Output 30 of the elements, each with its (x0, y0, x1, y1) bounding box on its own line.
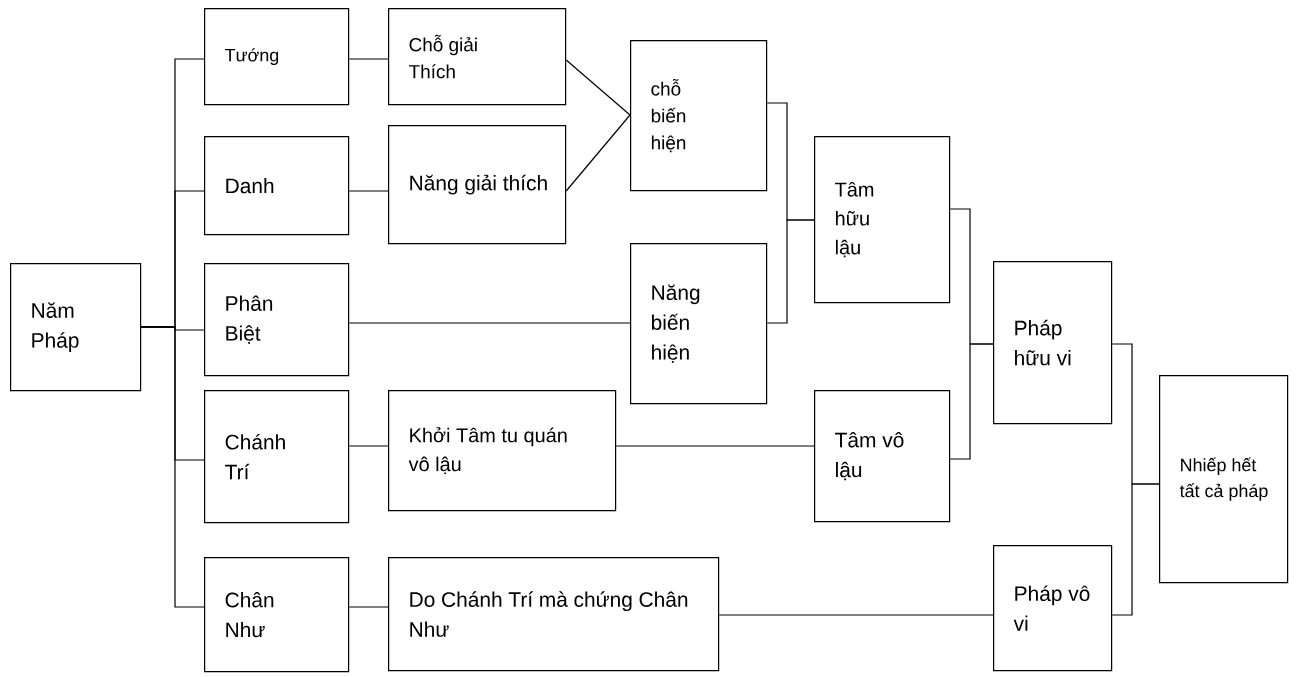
connector-line (565, 59, 631, 116)
process-box: Pháp hữu vi (993, 261, 1113, 425)
process-box: Tâm hữu lậu (814, 136, 951, 304)
process-box: Chân Như (204, 557, 350, 673)
process-box: Pháp vô vi (993, 545, 1113, 672)
process-box: Chỗ giải Thích (388, 8, 567, 106)
process-box: Khởi Tâm tu quán vô lậu (388, 390, 617, 512)
connector-line (766, 219, 815, 324)
process-box: Năng biến hiện (630, 243, 768, 405)
connector-line (565, 114, 631, 192)
connector-line (718, 614, 994, 616)
process-box: Nhiếp hết tất cả pháp (1159, 375, 1289, 584)
process-box: chỗ biến hiện (630, 40, 768, 192)
process-box: Chánh Trí (204, 390, 350, 524)
connector-line (348, 606, 389, 608)
connector-line (348, 322, 631, 324)
connector-line (348, 445, 389, 447)
connector-line (615, 445, 815, 447)
process-box: Tướng (204, 8, 350, 106)
connector-line (140, 326, 205, 608)
process-box: Tâm vô lậu (814, 390, 951, 523)
connector-line (348, 58, 389, 60)
process-box: Năng giải thích (388, 125, 567, 245)
process-box: Phân Biệt (204, 263, 350, 377)
connector-line (949, 343, 994, 460)
connector-line (348, 190, 389, 192)
connector-line (1111, 483, 1160, 616)
process-box: Năm Pháp (10, 263, 142, 392)
process-box: Danh (204, 136, 350, 236)
process-box: Do Chánh Trí mà chứng Chân Như (388, 557, 720, 672)
